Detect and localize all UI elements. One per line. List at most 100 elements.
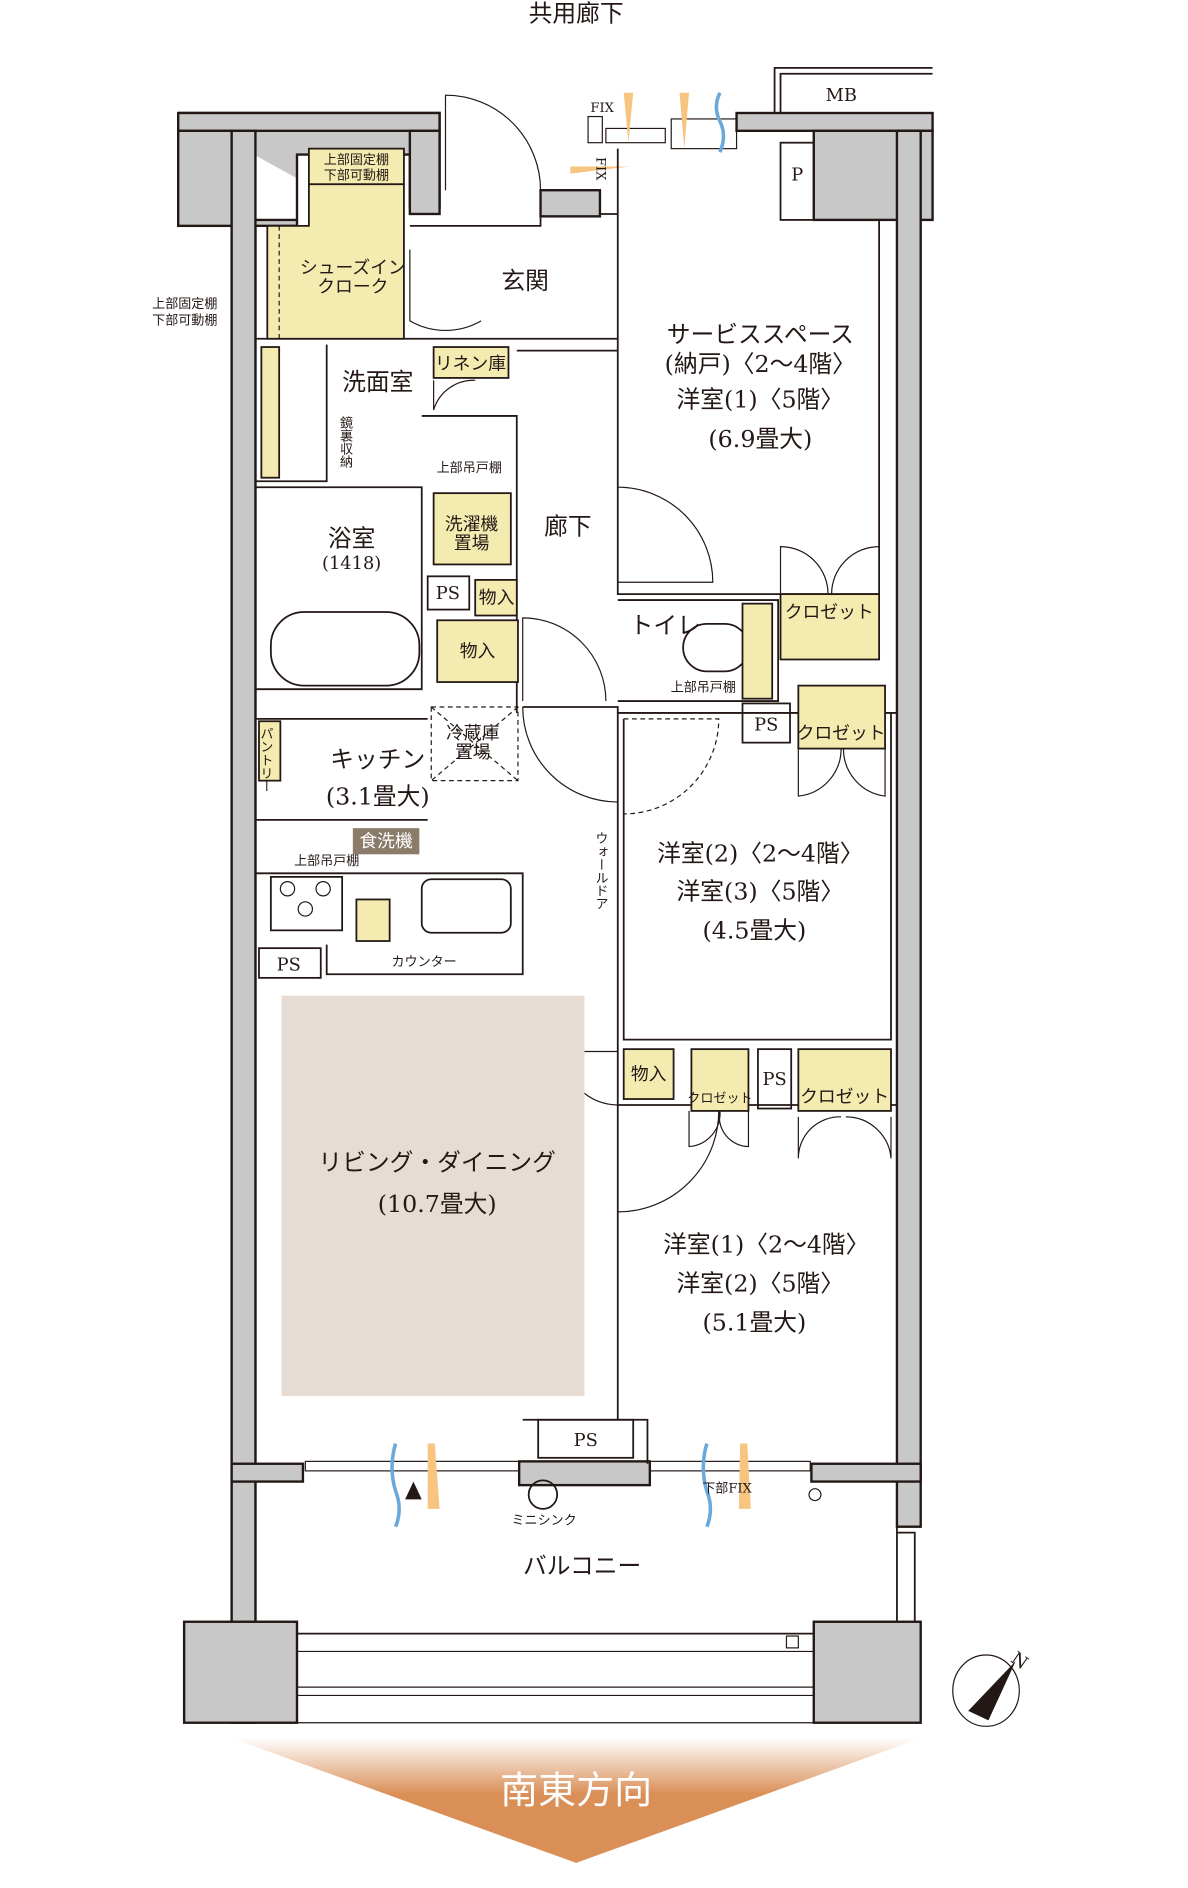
kitchen-size-label: (3.1畳大) [326,782,430,810]
balcony-label: バルコニー [523,1552,641,1580]
wind-icon [390,1443,401,1528]
service-room-size: (6.9畳大) [708,425,812,453]
room-mid-size: (4.5畳大) [702,917,806,945]
closet-door [779,546,880,595]
fix-window [605,127,666,144]
laundry-space [432,492,512,566]
wind-icon [701,1443,713,1528]
light-icon [623,92,634,143]
shoes-in-label: シューズイン [300,257,406,278]
fridge-label: 冷蔵庫 [446,723,500,744]
fix-side-label: FIX [592,157,607,181]
closet-door [797,1116,892,1159]
top-window [670,118,738,150]
common-corridor-label: 共用廊下 [529,0,624,28]
wind-icon [714,92,726,153]
ps-box [258,947,322,979]
upper-cabinet-label: 上部吊戸棚 [294,854,359,869]
linen-closet [432,346,510,379]
shelf-top-label: 上部固定棚 [152,297,217,312]
fridge-cross [430,706,519,782]
room-south-size: (5.1畳大) [702,1309,806,1337]
fridge-label-2: 置場 [455,742,491,763]
mini-sink-label: ミニシンク [511,1513,576,1528]
pantry [258,720,282,782]
room-south-title: 洋室(1)〈2〜4階〉 [663,1230,869,1258]
compass-icon [952,1654,1020,1727]
lower-fix-label: 下部FIX [702,1481,752,1496]
stove [269,875,344,932]
living-dining-area [281,995,585,1397]
dishwasher [355,898,391,942]
counter-label: カウンター [391,955,456,970]
linen-door [433,379,476,411]
south-window [304,1460,520,1472]
hall-door [522,706,618,803]
mirror-storage-label: 鏡裏収納 [337,416,353,470]
balcony-outline [254,1485,916,1635]
shelf-top-label: 上部固定棚 [324,153,389,168]
triangle-marker-icon [405,1481,422,1500]
hallway-label: 廊下 [544,513,592,541]
room-mid-title: 洋室(2)〈2〜4階〉 [657,839,863,867]
closet [797,684,886,750]
closet [797,1048,892,1112]
drain-icon [808,1488,822,1502]
bathtub [269,611,421,687]
mb-label: MB [826,85,857,106]
mb-box [773,66,933,113]
ps-box [537,1418,635,1459]
ps-label: PS [574,1430,598,1451]
fix-window-frame [587,115,603,144]
room-door [617,1110,720,1213]
p-label: P [791,165,803,186]
entrance-label: 玄関 [501,267,549,295]
ps-label: PS [436,583,460,604]
wall-door-track [623,718,720,815]
ps-label: PS [762,1069,786,1090]
light-icon [738,1443,751,1509]
shelf-bottom-label: 下部可動棚 [152,312,217,328]
linen-label: リネン庫 [435,354,506,375]
washroom-label: 洗面室 [342,368,413,396]
storage-box [474,578,518,617]
living-dining-size: (10.7畳大) [378,1190,497,1218]
pantry-label: パントリー [257,727,273,792]
light-icon [679,92,690,149]
doors [409,94,892,1213]
direction-label: 南東方向 [500,1769,652,1813]
fridge-space [430,706,519,782]
sink [420,878,512,934]
closet-label: クロゼット [687,1092,752,1107]
laundry-label-2: 置場 [454,533,490,554]
ps-box [741,702,791,744]
cloak-label: クローク [317,276,388,297]
drain-grate-icon [785,1635,799,1649]
ps-label: PS [754,715,778,736]
shelf-bottom-label: 下部可動棚 [324,168,389,184]
closet [690,1048,750,1112]
storage-box [622,1048,675,1100]
service-room-subtitle: (納戸)〈2〜4階〉 [665,350,856,378]
ps-box [426,575,471,611]
laundry-label: 洗濯機 [445,514,499,535]
dishwasher-label: 食洗機 [359,831,413,852]
service-room-title: サービススペース [667,320,854,348]
upper-cabinet-label: 上部吊戸棚 [671,681,736,696]
storage-label: 物入 [460,641,496,662]
living-dining-label: リビング・ダイニング [318,1148,556,1176]
closet-label: クロゼット [800,1087,889,1108]
mirror-storage [260,346,281,479]
toilet-cabinet [741,602,774,700]
direction-arrow [231,1738,921,1863]
dishwasher-badge [352,828,420,855]
wall-door-label: ウォールドア [592,832,607,911]
room-south-alt: 洋室(2)〈5階〉 [677,1269,845,1297]
bath-size-label: (1418) [322,553,381,574]
storage-label: 物入 [479,588,515,609]
storage-box [436,619,519,683]
closet-label: クロゼット [797,723,886,744]
closet-door [797,748,886,797]
mini-sink-icon [527,1479,559,1510]
